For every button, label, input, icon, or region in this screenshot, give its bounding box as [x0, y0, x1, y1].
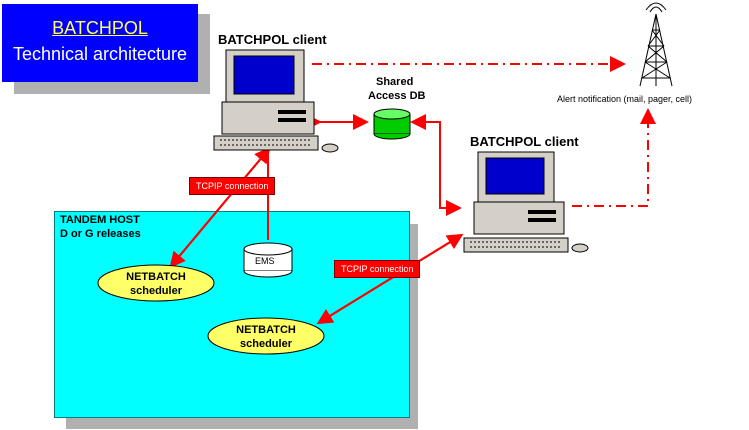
tcpip-label-1: TCPIP connection — [189, 177, 276, 195]
alert-label: Alert notification (mail, pager, cell) — [557, 94, 693, 104]
host-title: TANDEM HOST — [60, 214, 140, 226]
client-computer-1 — [213, 49, 339, 153]
alert-link-client2 — [572, 108, 656, 207]
client-1-label: BATCHPOL client — [218, 32, 327, 47]
shared-db-label-line2: Access DB — [368, 90, 426, 102]
scheduler-1-line1: NETBATCH — [126, 271, 186, 283]
title-subtitle: Technical architecture — [12, 44, 188, 64]
antenna-tower-icon — [639, 2, 673, 87]
title-box: BATCHPOL Technical architecture — [2, 4, 198, 82]
scheduler-2-label: NETBATCH scheduler — [220, 323, 312, 351]
db-client2-link — [414, 121, 462, 216]
shared-db-label-line1: Shared — [376, 76, 414, 88]
scheduler-2-shape — [207, 317, 325, 355]
scheduler-2-line1: NETBATCH — [236, 324, 296, 336]
scheduler-1-label: NETBATCH scheduler — [110, 270, 202, 298]
shared-db-cylinder — [373, 108, 411, 140]
host-releases: D or G releases — [60, 228, 141, 240]
ems-label: EMS — [255, 256, 275, 266]
scheduler-1-shape — [97, 264, 215, 302]
title-main: BATCHPOL — [52, 18, 148, 38]
ems-cylinder — [243, 242, 293, 278]
scheduler-1-line2: scheduler — [130, 285, 182, 297]
scheduler-2-line2: scheduler — [240, 338, 292, 350]
client-computer-2 — [463, 151, 589, 253]
tcpip-label-2: TCPIP connection — [334, 260, 421, 278]
client-2-label: BATCHPOL client — [470, 134, 579, 149]
tandem-host-box — [54, 211, 410, 418]
